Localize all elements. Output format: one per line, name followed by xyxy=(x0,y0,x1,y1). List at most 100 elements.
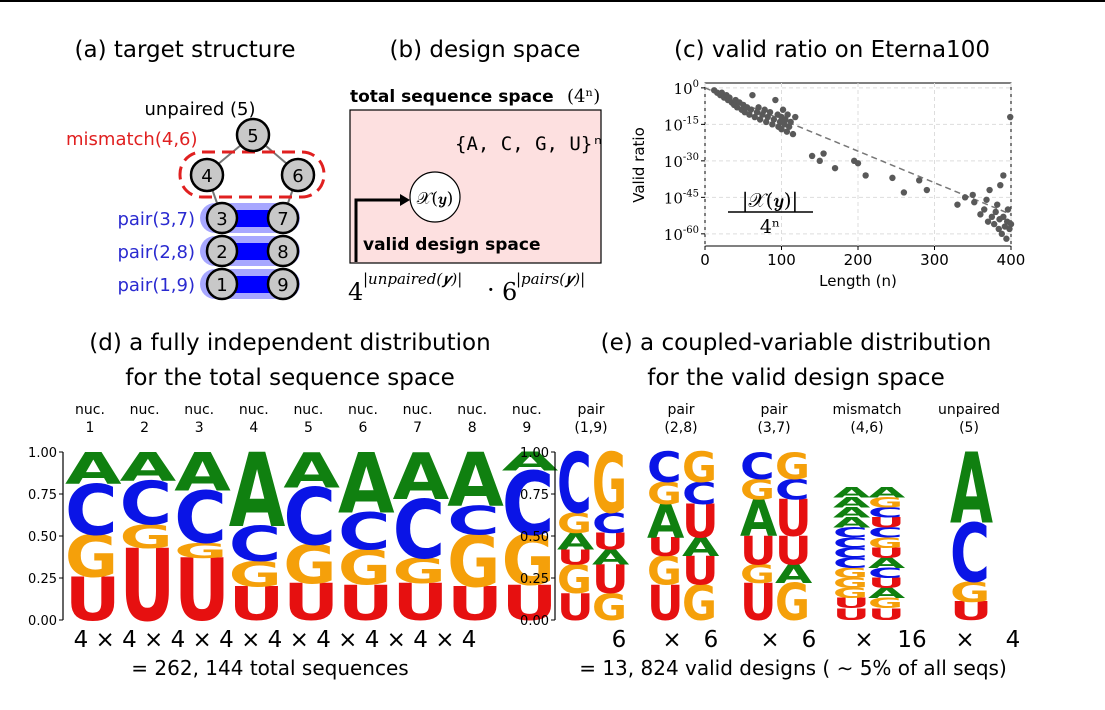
logo-letter-A: A xyxy=(338,436,395,533)
logo-letter-C: C xyxy=(833,535,868,551)
logo-letter-A: A xyxy=(647,496,685,550)
node-9: 9 xyxy=(266,267,300,301)
logo-letter-C: C xyxy=(557,435,592,532)
logo-letter-C: C xyxy=(868,525,903,541)
scatter-point xyxy=(784,111,791,118)
mismatch-label: mismatch(4,6) xyxy=(66,129,198,150)
logo-letter-C: C xyxy=(950,508,990,602)
product-term: 16 xyxy=(897,627,926,653)
scatter-point xyxy=(755,104,762,111)
panel-d-product: 4 × 4 × 4 × 4 × 4 × 4 × 4 × 4 × 4 xyxy=(74,627,477,653)
scatter-point xyxy=(789,130,797,138)
scatter-point xyxy=(764,113,771,121)
column-header-index: 5 xyxy=(304,420,313,436)
logo-letter-G: G xyxy=(338,541,391,597)
ytick-0: 100 xyxy=(674,79,699,98)
column-header-index: 9 xyxy=(522,420,531,436)
column-header-index: 4 xyxy=(249,420,258,436)
scatter-point xyxy=(971,199,978,206)
node-1: 1 xyxy=(205,267,239,301)
logo-letter-A: A xyxy=(229,432,286,550)
y-tick-label: 0.00 xyxy=(28,614,57,629)
logo-letter-U: U xyxy=(775,528,812,573)
pair-label-1-9: pair(1,9) xyxy=(117,275,195,296)
y-tick-label: 0.50 xyxy=(520,530,549,545)
logo-letter-A: A xyxy=(950,433,993,546)
logo-letter-A: A xyxy=(682,533,720,563)
scatter-point xyxy=(1003,235,1010,242)
logo-letter-G: G xyxy=(592,587,627,630)
panel-b: (b) design space total sequence space (4… xyxy=(348,37,604,306)
logo-letter-G: G xyxy=(502,521,555,602)
product-term: 6 xyxy=(612,627,627,653)
product-term: × xyxy=(760,627,779,653)
logo-letter-G: G xyxy=(950,577,990,609)
panel-a-title: (a) target structure xyxy=(75,37,296,63)
node-3: 3 xyxy=(205,201,239,235)
column-header-index: 1 xyxy=(86,420,95,436)
logo-letter-A: A xyxy=(775,560,813,590)
scatter-point xyxy=(997,181,1004,189)
scatter-point xyxy=(984,218,992,225)
scatter-point xyxy=(983,196,990,203)
y-tick-label: 0.00 xyxy=(520,614,549,629)
fraction-numerator: |𝒳(𝒚)| xyxy=(742,188,799,213)
panel-d-total: = 262, 144 total sequences xyxy=(131,656,408,680)
valid-space-symbol: 𝒳(𝒚) xyxy=(417,189,454,209)
top-border xyxy=(0,0,1105,2)
logo-letter-G: G xyxy=(775,446,810,489)
panel-e-product: 6×6×6×16×4 xyxy=(612,627,1021,653)
scatter-point xyxy=(994,201,1001,208)
logo-letter-A: A xyxy=(833,505,871,521)
node-2: 2 xyxy=(205,234,239,268)
node-6: 6 xyxy=(280,157,316,193)
column-header-index: 8 xyxy=(468,420,477,436)
logo-letter-C: C xyxy=(120,469,173,539)
svg-text:4: 4 xyxy=(201,166,212,187)
column-header-nuc: nuc. xyxy=(184,402,214,418)
logo-letter-C: C xyxy=(740,445,775,488)
logo-letter-C: C xyxy=(592,508,627,540)
logo-letter-U: U xyxy=(833,605,870,624)
logo-letter-G: G xyxy=(775,575,810,633)
column-header-index: 7 xyxy=(413,420,422,436)
logo-d-axis: 0.000.250.500.751.00 xyxy=(28,446,64,629)
logo-letter-U: U xyxy=(740,528,777,573)
logo-letter-A: A xyxy=(393,440,450,515)
total-space-box xyxy=(349,109,602,264)
logo-letter-U: U xyxy=(338,575,393,631)
logo-letter-C: C xyxy=(393,483,446,577)
product-term: × xyxy=(662,627,681,653)
scatter-point xyxy=(831,164,839,172)
logo-letter-A: A xyxy=(174,442,231,503)
scatter-point xyxy=(1006,225,1013,233)
xtick-300: 300 xyxy=(920,251,949,269)
logo-e-group-headers: pair(1,9)pair(2,8)pair(3,7)mismatch(4,6)… xyxy=(574,402,1000,436)
scatter-point xyxy=(751,113,758,121)
svg-text:9: 9 xyxy=(277,275,288,296)
logo-letter-U: U xyxy=(682,549,719,594)
group-header-type: unpaired xyxy=(938,402,1000,418)
scatter-point xyxy=(816,157,823,165)
logo-letter-G: G xyxy=(393,552,446,592)
scatter-point xyxy=(726,94,733,101)
logo-letter-G: G xyxy=(647,476,682,511)
scatter-point xyxy=(808,152,816,160)
fraction-denominator: 4ⁿ xyxy=(760,216,780,238)
column-header-index: 6 xyxy=(359,420,368,436)
logo-letter-U: U xyxy=(592,529,629,555)
logo-letter-G: G xyxy=(557,557,592,603)
y-tick-label: 0.25 xyxy=(28,572,57,587)
column-header-nuc: nuc. xyxy=(75,402,105,418)
logo-letter-C: C xyxy=(833,525,868,541)
logo-letter-U: U xyxy=(557,586,594,629)
xtick-400: 400 xyxy=(997,251,1026,269)
scatter-points xyxy=(710,87,1015,242)
product-term: × xyxy=(854,627,873,653)
logo-letter-C: C xyxy=(229,517,282,573)
scatter-xlabel: Length (n) xyxy=(819,272,897,290)
formula-exp2: |pairs(𝒚)| xyxy=(516,270,585,288)
